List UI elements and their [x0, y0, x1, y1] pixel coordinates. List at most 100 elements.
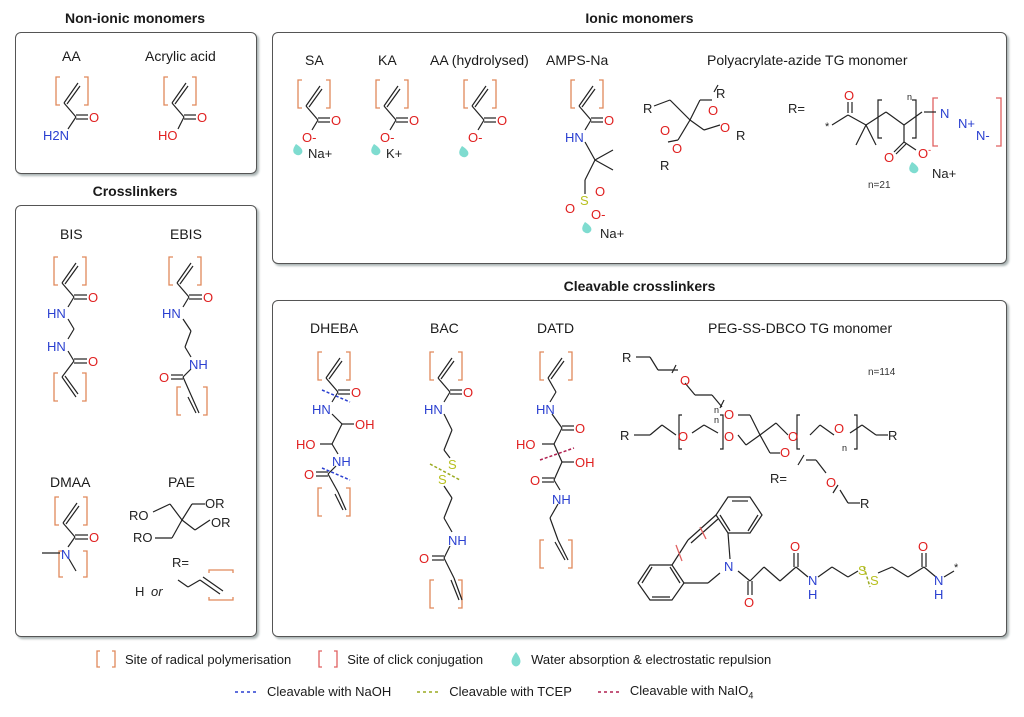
atom-label: n: [714, 405, 719, 415]
atom-label: O: [788, 429, 798, 444]
atom-label: HN: [47, 339, 66, 354]
water-drop-icon: [909, 162, 919, 174]
compound-label-pae: PAE: [168, 474, 195, 490]
atom-label: O: [203, 290, 213, 305]
atom-label: O: [790, 539, 800, 554]
legend-item-click: Site of click conjugation: [317, 650, 483, 668]
radical-bracket-icon: [96, 650, 116, 668]
compound-label-sa: SA: [305, 52, 324, 68]
atom-label: H2N: [43, 128, 69, 143]
section-title-cleavable: Cleavable crosslinkers: [563, 278, 716, 294]
atom-label: R: [860, 496, 869, 511]
compound-label-aa-hydrolysed: AA (hydrolysed): [430, 52, 529, 68]
structure-aa: O H2N: [43, 76, 99, 143]
atom-label: or: [151, 584, 163, 599]
atom-label: N: [934, 573, 943, 588]
compound-label-aa: AA: [62, 48, 81, 64]
water-drop-icon: [459, 146, 469, 158]
atom-label: Na+: [600, 226, 624, 241]
click-bracket-icon: [932, 97, 1002, 147]
atom-label: O: [197, 110, 207, 125]
naio4-dash-icon: [597, 691, 622, 693]
legend-label: Cleavable with NaOH: [267, 684, 392, 700]
section-title-ionic: Ionic monomers: [585, 10, 694, 26]
atom-label: HN: [162, 306, 181, 321]
atom-label: R: [622, 350, 631, 365]
atom-label: S: [438, 472, 447, 487]
legend-label: Site of radical polymerisation: [125, 651, 292, 667]
atom-label: NH: [552, 492, 571, 507]
section-title-crosslinkers: Crosslinkers: [92, 183, 178, 199]
radical-bracket-icon: [570, 79, 604, 109]
atom-label: NH: [189, 357, 208, 372]
structure-acrylic-acid: O HO: [158, 76, 207, 143]
structure-bac: O HN S S NH O: [419, 351, 473, 609]
atom-label: n: [714, 415, 719, 425]
radical-bracket-icon: [163, 76, 197, 106]
section-title-nonionic: Non-ionic monomers: [64, 10, 205, 26]
atom-label: R: [620, 428, 629, 443]
radical-bracket-icon: [463, 79, 497, 109]
legend-item-tcep: Cleavable with TCEP: [417, 684, 572, 699]
tcep-dash-icon: [417, 691, 442, 693]
atom-label: H: [934, 587, 943, 602]
structure-dmaa: O N: [42, 496, 99, 578]
water-drop-icon: [582, 222, 592, 234]
click-bracket-icon: [675, 526, 707, 562]
compound-label-ebis: EBIS: [170, 226, 202, 242]
legend-item-radical: Site of radical polymerisation: [95, 650, 291, 668]
water-drop-icon: [511, 652, 521, 667]
atom-label: O: [780, 445, 790, 460]
radical-bracket-icon: [539, 351, 573, 569]
structure-ka: O O- K+: [371, 79, 419, 161]
atom-label: O-: [302, 130, 316, 145]
structure-dheba: O HN OH HO NH O: [296, 351, 375, 517]
atom-label: S: [858, 563, 867, 578]
atom-label: HO: [158, 128, 178, 143]
legend-label: Cleavable with NaIO4: [629, 683, 754, 701]
atom-label: O: [708, 103, 718, 118]
atom-label: HO: [516, 437, 536, 452]
atom-label: O: [724, 407, 734, 422]
atom-label: Na+: [932, 166, 956, 181]
structure-pae: OR RO OR RO R= H or: [129, 496, 234, 601]
atom-label: R=: [172, 555, 189, 570]
atom-label: O: [884, 150, 894, 165]
atom-label: HN: [47, 306, 66, 321]
atom-label: O: [826, 475, 836, 490]
atom-label: N: [808, 573, 817, 588]
atom-label: O: [88, 290, 98, 305]
structure-polyacrylate-azide: R O R O O R O R R= * O n O O- Na+ N N+ N…: [643, 84, 1002, 191]
structure-amps-na: O HN S O O O- Na+: [565, 79, 624, 241]
radical-bracket-icon: [208, 569, 234, 601]
compound-label-ka: KA: [378, 52, 397, 68]
atom-label: S: [580, 193, 589, 208]
atom-label: K+: [386, 146, 402, 161]
atom-label: O-: [918, 145, 931, 161]
compound-label-acrylic-acid: Acrylic acid: [145, 48, 216, 64]
radical-bracket-icon: [317, 351, 351, 517]
legend-item-naoh: Cleavable with NaOH: [235, 684, 391, 699]
atom-label: N-: [976, 128, 990, 143]
atom-label: O-: [468, 130, 482, 145]
atom-label: O: [463, 385, 473, 400]
radical-bracket-icon: [297, 79, 331, 109]
click-bracket-icon: [318, 650, 338, 668]
atom-label: O: [744, 595, 754, 610]
atom-label: R: [736, 128, 745, 143]
atom-label: N: [724, 559, 733, 574]
atom-label: O: [834, 421, 844, 436]
atom-label: n: [907, 92, 912, 102]
atom-label: OR: [205, 496, 225, 511]
atom-label: *: [825, 121, 830, 133]
atom-label: O: [720, 120, 730, 135]
legend-label: Cleavable with TCEP: [449, 684, 572, 700]
atom-label: O: [660, 123, 670, 138]
atom-label: n: [842, 443, 847, 453]
atom-label: n=114: [868, 367, 896, 378]
structure-sa: O O- Na+: [293, 79, 341, 161]
atom-label: O: [678, 429, 688, 444]
atom-label: O-: [591, 207, 605, 222]
water-drop-icon: [371, 144, 381, 156]
atom-label: N: [940, 106, 949, 121]
